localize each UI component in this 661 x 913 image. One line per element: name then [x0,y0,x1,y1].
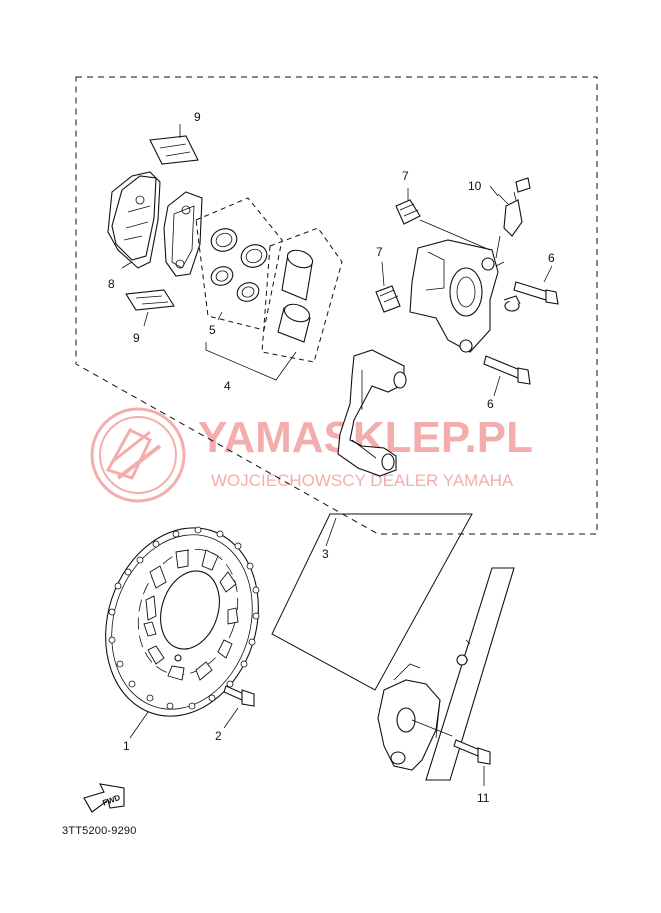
bleed-valve [489,177,531,237]
brake-pad-right [163,191,203,277]
caliper-body [409,239,505,353]
leader-3 [271,513,473,691]
seal-kit [195,197,283,331]
pin-boot-upper [395,199,421,225]
callout-8: 8 [108,277,115,291]
watermark: YAMASKLEP.PL WOJCIECHOWSCY DEALER YAMAHA [90,407,533,503]
assembly-outline [75,76,598,535]
callout-4: 4 [224,379,231,393]
callout-9-top: 9 [194,110,201,124]
part-code: 3TT5200-9290 [62,825,137,837]
callout-2: 2 [215,729,222,743]
watermark-subtitle: WOJCIECHOWSCY DEALER YAMAHA [211,471,514,490]
callout-6-upper: 6 [548,251,555,265]
callout-10: 10 [468,179,482,193]
callout-1: 1 [123,739,130,753]
callout-5: 5 [209,323,216,337]
pin-boot-lower [375,285,401,313]
brake-pad-left [107,171,161,269]
fork-bolt [453,739,491,765]
caliper-bracket [337,349,407,477]
brake-disc [105,526,260,717]
callout-7-upper: 7 [402,169,409,183]
caliper-bolt-lower [483,355,531,385]
pad-shim-top [149,135,199,165]
callout-11: 11 [477,791,490,805]
fwd-arrow-icon: FWD [83,783,125,813]
callout-7-lower: 7 [376,245,383,259]
disc-bolt [223,685,255,707]
callout-6-lower: 6 [487,397,494,411]
piston-kit [261,227,343,363]
pad-shim-bottom [125,289,175,311]
caliper-plug [503,295,521,312]
front-fork [377,567,515,781]
watermark-logo [90,407,186,503]
callout-3: 3 [322,547,329,561]
callout-9-bottom: 9 [133,331,140,345]
caliper-bolt-upper [513,281,559,305]
